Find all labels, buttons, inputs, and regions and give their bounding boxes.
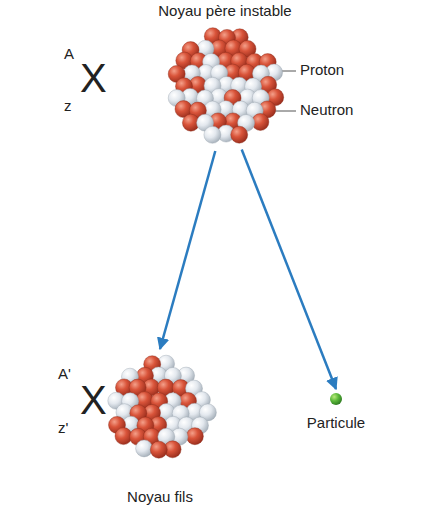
part-label: Neutron [300,102,353,119]
nucleus-node: Noyau père instable [140,2,310,149]
mass-number: A [64,46,74,63]
proton-sphere [150,441,167,458]
particle-figure [329,392,343,406]
node-caption: Noyau père instable [140,2,310,21]
node-caption: Particule [290,414,382,433]
atomic-number: z [64,98,72,115]
node-caption: Noyau fils [100,488,220,507]
neutron-sphere [204,126,221,143]
proton-sphere [231,126,248,143]
particle-node: Particule [290,392,382,433]
atomic-number: z' [58,420,68,437]
proton-sphere [186,428,203,445]
particle-dot [330,393,342,405]
element-symbol: X [80,56,107,100]
part-label: Proton [300,62,344,79]
decay-arrow [160,151,215,349]
nucleus-figure [163,25,287,149]
mass-number: A' [58,366,71,383]
nucleus-node: Noyau fils [100,352,220,507]
neutron-sphere [136,440,153,457]
nucleus-figure [103,352,217,466]
element-symbol: X [80,378,107,422]
decay-arrow [242,150,336,390]
